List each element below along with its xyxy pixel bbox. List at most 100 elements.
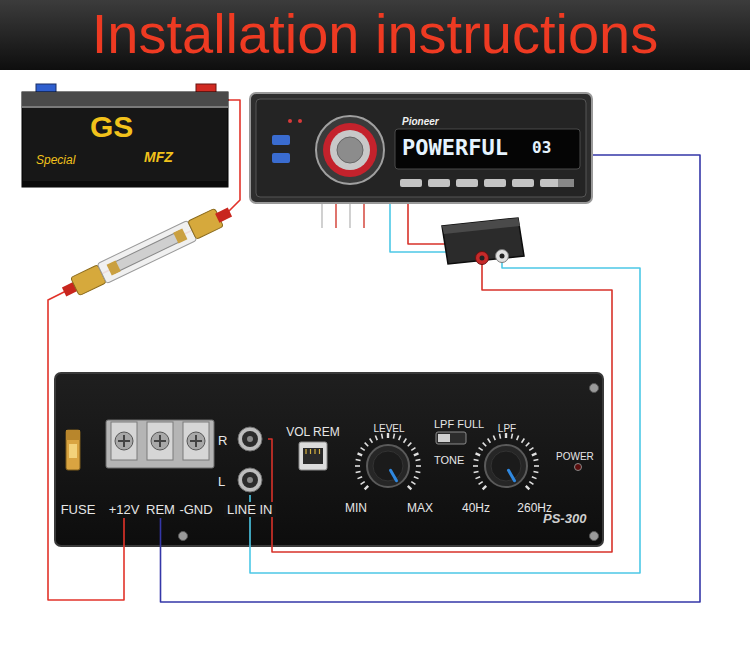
dial-tick [526, 486, 530, 490]
knob-label: LEVEL [373, 423, 404, 434]
dial-tick [532, 453, 537, 455]
panel-screw [590, 384, 599, 393]
terminal-screw [187, 432, 205, 450]
jack-label: L [218, 474, 225, 489]
panel-screw [590, 532, 599, 541]
jack-label-holder: L [218, 472, 225, 490]
dial-tick [493, 436, 495, 441]
brand-text: GS [90, 110, 133, 143]
brand-logo-holder: Pioneer [402, 111, 439, 129]
dial-tick [483, 486, 487, 490]
fuse-end [173, 228, 187, 243]
brand-text-holder: GS [90, 110, 133, 145]
port-label: VOL REM [286, 425, 340, 439]
scale-label-holder: MIN [345, 498, 367, 516]
ground-terminal: -GND [176, 418, 216, 518]
dial-tick [361, 448, 365, 451]
rca-output-red [476, 252, 489, 265]
dial-tick [411, 448, 415, 451]
knob-body [485, 445, 527, 487]
level-knob: LEVEL MIN MAX [345, 418, 433, 516]
dial-tick [370, 439, 373, 443]
terminal-label-holder: FUSE [58, 500, 98, 518]
volume-knob-rim [316, 116, 384, 184]
knob-label: LPF [498, 423, 516, 434]
terminal-screw [115, 432, 133, 450]
port-opening [303, 448, 323, 464]
jack-hole [242, 472, 258, 488]
dial-tick [356, 471, 361, 474]
wire-stub [335, 203, 336, 228]
dial-tick [474, 471, 479, 474]
jack-pin [247, 436, 253, 442]
dial-tick [361, 482, 365, 485]
preset-button [512, 179, 534, 187]
dial-tick [474, 459, 479, 462]
lpf-knob: LPF40Hz260Hz [462, 418, 552, 516]
battery-base [22, 181, 228, 187]
rca-jack: L [216, 465, 268, 495]
rca-pin [500, 254, 505, 259]
dial-tick [404, 439, 407, 443]
node-figure [58, 420, 98, 516]
preset-button [484, 179, 506, 187]
source-button [272, 153, 290, 163]
port-pin [319, 449, 320, 454]
converter-body [442, 218, 524, 264]
switch-lever [438, 434, 450, 442]
blade-fuse-top [66, 430, 80, 440]
dial-tick [532, 477, 537, 479]
wire-stub [321, 203, 322, 228]
diagram-title: Installation instructions [92, 2, 659, 65]
scale-label: MIN [345, 501, 367, 515]
source-button [272, 135, 290, 145]
dial-tick [358, 477, 363, 479]
knob-body [367, 445, 409, 487]
port-label-holder: VOL REM [282, 422, 344, 440]
knob-label-holder: LEVEL [345, 418, 433, 436]
dial-tick [365, 443, 369, 447]
power-terminal: +12V [104, 418, 144, 518]
node-figure [144, 418, 176, 516]
amplifier-panel-face [55, 373, 603, 546]
model-text-holder: MFZ [144, 148, 173, 166]
switch-label: LPF FULL [434, 418, 484, 430]
inline-fuse-holder [59, 202, 234, 302]
dial-tick [393, 434, 396, 439]
screw-slot [123, 435, 125, 447]
volume-knob [330, 130, 370, 170]
dial-tick [483, 443, 487, 447]
wire-stub [363, 203, 364, 228]
terminal-label: +12V [109, 502, 140, 517]
dial-tick [529, 448, 533, 451]
screw-slot [195, 435, 197, 447]
switch-label-holder: LPF FULL [434, 414, 484, 432]
dial-tick [414, 453, 419, 455]
scale-label: MAX [407, 501, 433, 515]
terminal-label: REM [146, 502, 175, 517]
scale-label-holder: MAX [407, 498, 433, 516]
dial-tick [499, 434, 502, 439]
model-number-holder: PS-300 [543, 509, 586, 527]
rca-output-white [496, 250, 509, 263]
dial-tick [411, 482, 415, 485]
dial-tick [408, 443, 412, 447]
dial-tick [476, 477, 481, 479]
dial-tick [534, 465, 539, 467]
fuse-end [107, 260, 121, 275]
knob-label-holder: LPF [462, 418, 552, 436]
blade-fuse-window [69, 444, 77, 458]
head-unit-wires [322, 203, 364, 228]
terminal-screw [151, 432, 169, 450]
port-group-label: LINE IN [224, 502, 276, 517]
series-text: Special [36, 153, 75, 167]
remote-terminal: REM [144, 418, 177, 518]
wire [268, 203, 612, 552]
dial-tick [511, 434, 514, 439]
diagram-title-holder: Installation instructions [0, 5, 750, 64]
preset-button [428, 179, 450, 187]
knob-pointer [509, 470, 515, 480]
volume-knob-center [337, 137, 363, 163]
terminal-block [106, 420, 214, 468]
brand-logo: Pioneer [402, 116, 439, 127]
